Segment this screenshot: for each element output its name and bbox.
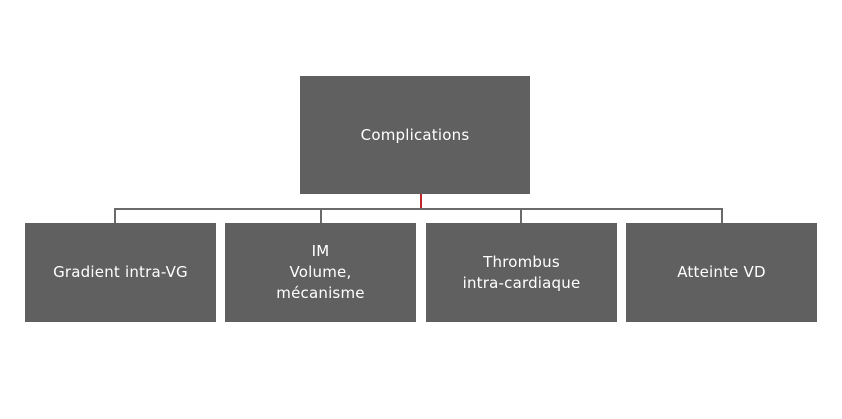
- root-node: Complications: [300, 76, 530, 194]
- child-node-label-line: Gradient intra-VG: [53, 263, 188, 281]
- child-node-label-line: Volume,: [289, 263, 352, 281]
- child-node-label-line: Atteinte VD: [677, 263, 766, 281]
- child-connector-3: [520, 208, 522, 223]
- child-node-label-line: Thrombus: [483, 252, 560, 271]
- child-node-thrombus: Thrombus intra-cardiaque: [426, 223, 617, 322]
- root-node-label: Complications: [360, 125, 470, 144]
- child-connector-4: [721, 208, 723, 223]
- child-node-label-line: mécanisme: [276, 284, 365, 302]
- child-node-label-line: intra-cardiaque: [462, 273, 581, 292]
- root-connector: [420, 194, 422, 209]
- horizontal-connector: [114, 208, 723, 210]
- child-node-gradient: Gradient intra-VG: [25, 223, 216, 322]
- child-node-label-line: IM: [311, 242, 330, 260]
- child-connector-1: [114, 208, 116, 223]
- child-node-im: IM Volume, mécanisme: [225, 223, 416, 322]
- child-node-atteinte-vd: Atteinte VD: [626, 223, 817, 322]
- child-connector-2: [320, 208, 322, 223]
